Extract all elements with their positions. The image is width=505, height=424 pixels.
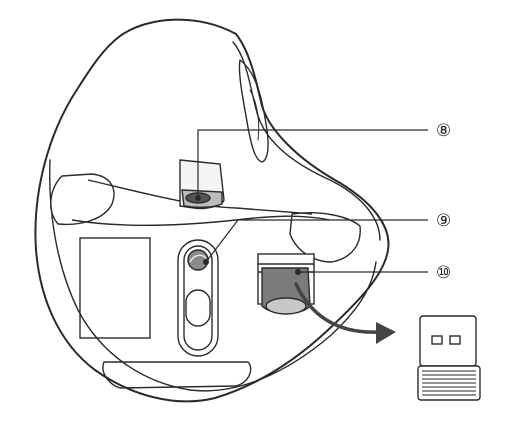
power-switch <box>179 159 225 210</box>
sensor-lens-highlight <box>189 254 207 263</box>
leader-dot-10 <box>295 269 302 276</box>
bottom-foot-pad <box>102 361 252 389</box>
mouse-body <box>34 18 390 403</box>
leader-line-8 <box>197 129 428 198</box>
arrow-head <box>376 322 396 344</box>
label-recess <box>79 237 151 339</box>
mouse-side-rim <box>232 41 381 241</box>
arrow <box>294 282 396 344</box>
callout-leaders <box>195 129 428 276</box>
arrow-shaft <box>294 282 382 334</box>
lower-divider-band <box>71 215 331 226</box>
leader-dot-8 <box>195 195 202 202</box>
usb-receiver <box>417 315 481 401</box>
upper-divider-band <box>87 179 313 215</box>
leader-dot-9 <box>203 259 210 266</box>
callout-label-10: ⑩ <box>436 263 451 283</box>
sensor-slot <box>185 289 211 327</box>
mouse-feet <box>50 173 361 389</box>
usb-receiver-pin-left <box>431 335 443 345</box>
thumb-button-outline <box>238 59 269 163</box>
sensor-window-outer <box>177 239 219 357</box>
left-foot-pad <box>50 173 115 226</box>
leader-line-9 <box>205 219 428 263</box>
thumb-button-inner <box>249 89 260 141</box>
usb-receiver-plug <box>419 315 477 367</box>
callout-label-8: ⑧ <box>436 121 451 141</box>
mouse-outer-shell <box>34 18 390 403</box>
optical-sensor <box>177 239 219 357</box>
callout-label-9: ⑨ <box>436 211 451 231</box>
usb-receiver-pin-right <box>449 335 461 345</box>
receiver-stored-bottom <box>265 297 307 315</box>
sensor-window-inner <box>183 245 213 351</box>
usb-receiver-grip <box>422 370 476 396</box>
receiver-slot <box>257 253 315 315</box>
right-foot-pad <box>289 212 361 263</box>
